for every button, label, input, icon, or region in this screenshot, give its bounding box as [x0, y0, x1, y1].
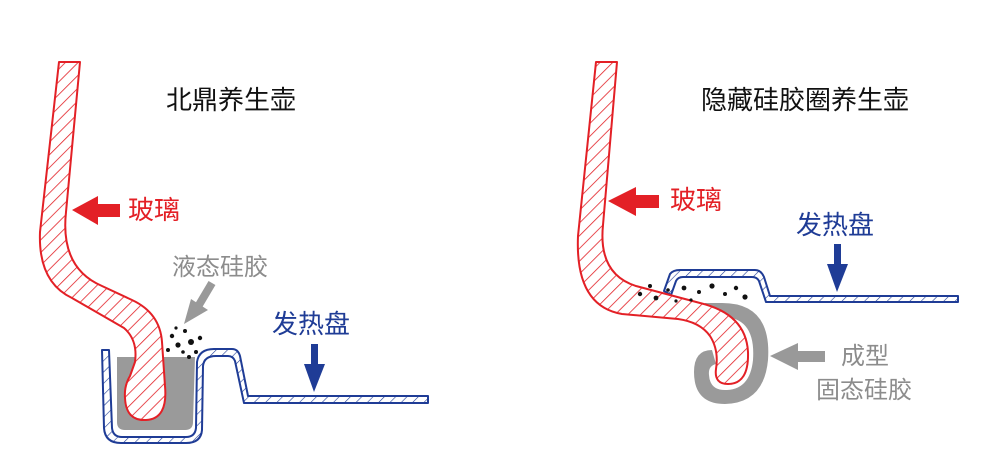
- plate-arrow-right: [827, 244, 848, 292]
- right-glass-label: 玻璃: [670, 186, 723, 216]
- left-title: 北鼎养生壶: [166, 86, 297, 116]
- left-glass-label: 玻璃: [128, 196, 181, 226]
- debris-dots-right: [637, 283, 748, 303]
- right-plate-label: 发热盘: [796, 211, 875, 241]
- right-title: 隐藏硅胶圈养生壶: [701, 86, 910, 116]
- right-kettle-diagram: [576, 61, 959, 404]
- right-silicone-label-line2: 固态硅胶: [816, 376, 912, 404]
- debris-dots-left: [166, 326, 203, 359]
- glass-arrow-left: [72, 196, 120, 225]
- right-silicone-label-line1: 成型: [841, 342, 889, 370]
- solid-silicone-ring: [694, 303, 769, 404]
- silicone-arrow-left: [184, 280, 216, 324]
- glass-wall-right: [576, 61, 750, 385]
- heating-plate-left: [101, 348, 429, 444]
- heating-plate-right: [663, 269, 959, 303]
- left-plate-label: 发热盘: [272, 310, 351, 340]
- left-kettle-diagram: [38, 61, 429, 444]
- silicone-arrow-right: [770, 343, 825, 370]
- left-silicone-label: 液态硅胶: [172, 253, 268, 281]
- glass-wall-left: [38, 61, 167, 422]
- glass-arrow-right: [608, 187, 659, 216]
- plate-arrow-left: [304, 344, 325, 392]
